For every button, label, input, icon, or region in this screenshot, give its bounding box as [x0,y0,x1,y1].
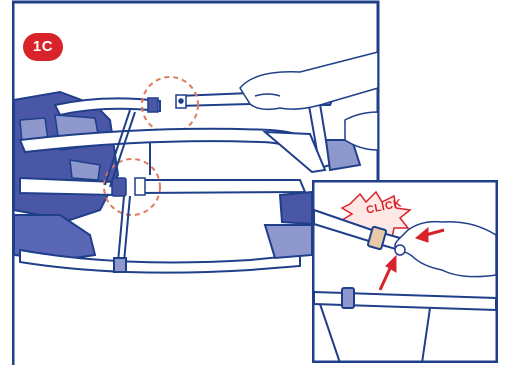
release-button [395,245,405,255]
upper-joint [148,95,186,112]
step-badge: 1C [23,33,63,61]
lower-frame-tube [20,178,305,195]
lower-joint [112,178,145,196]
